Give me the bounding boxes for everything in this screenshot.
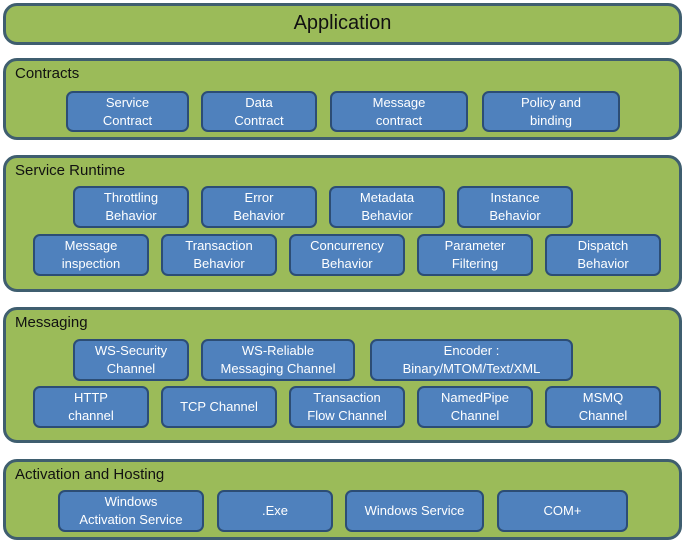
box-label: Windows Service	[364, 503, 465, 518]
box-label: channel	[68, 408, 114, 423]
windows-service-box: Windows Service	[345, 490, 484, 532]
box-label: WS-Reliable	[241, 343, 315, 358]
policy-binding-box: Policy and binding	[482, 91, 620, 132]
box-label: Error	[244, 190, 274, 205]
box-label: Message	[64, 238, 118, 253]
box-label: Behavior	[233, 208, 285, 223]
msmq-channel-box: MSMQ Channel	[545, 386, 661, 428]
box-label: Channel	[106, 361, 156, 376]
box-label: WS-Security	[94, 343, 168, 358]
encoder-box: Encoder : Binary/MTOM/Text/XML	[370, 339, 573, 381]
box-label: Windows	[104, 494, 158, 509]
box-label: Behavior	[105, 208, 157, 223]
box-label: .Exe	[261, 503, 288, 518]
message-contract-box: Message contract	[330, 91, 468, 132]
box-label: Parameter	[444, 238, 506, 253]
com-plus-box: COM+	[497, 490, 628, 532]
activation-hosting-title: Activation and Hosting	[15, 466, 165, 483]
box-label: Encoder :	[443, 343, 500, 358]
box-label: TCP Channel	[180, 399, 258, 414]
box-label: Concurrency	[310, 238, 384, 253]
box-label: contract	[375, 112, 423, 128]
box-label: Channel	[578, 408, 628, 423]
box-label: HTTP	[74, 390, 108, 405]
box-label: Behavior	[361, 208, 413, 223]
tcp-channel-box: TCP Channel	[161, 386, 277, 428]
box-label: Service	[105, 94, 150, 110]
box-label: Message	[372, 94, 426, 110]
box-label: Contract	[102, 112, 153, 128]
box-label: Behavior	[577, 256, 629, 271]
box-label: Instance	[490, 190, 540, 205]
box-label: Policy and	[521, 94, 581, 110]
box-label: MSMQ	[582, 390, 624, 405]
application-layer: Application	[3, 3, 682, 45]
box-label: NamedPipe	[441, 390, 509, 405]
box-label: Transaction	[185, 238, 253, 253]
messaging-title: Messaging	[15, 314, 88, 331]
message-inspection-box: Message inspection	[33, 234, 149, 276]
box-label: Channel	[450, 408, 500, 423]
exe-box: .Exe	[217, 490, 333, 532]
box-label: Throttling	[103, 190, 159, 205]
box-label: Behavior	[193, 256, 245, 271]
box-label: Metadata	[359, 190, 415, 205]
box-label: Transaction	[313, 390, 381, 405]
box-label: Messaging Channel	[220, 361, 336, 376]
box-label: Filtering	[451, 256, 499, 271]
http-channel-box: HTTP channel	[33, 386, 149, 428]
box-label: Behavior	[321, 256, 373, 271]
box-label: Contract	[234, 112, 284, 128]
box-label: Behavior	[489, 208, 541, 223]
contracts-title: Contracts	[15, 65, 80, 82]
box-label: Binary/MTOM/Text/XML	[402, 361, 541, 376]
application-title: Application	[293, 12, 392, 34]
box-label: Data	[245, 94, 273, 110]
box-label: Flow Channel	[307, 408, 387, 423]
box-label: COM+	[543, 503, 582, 518]
service-runtime-title: Service Runtime	[15, 162, 126, 179]
box-label: binding	[530, 112, 572, 128]
box-label: Activation Service	[79, 512, 183, 527]
box-label: Dispatch	[577, 238, 629, 253]
box-label: inspection	[61, 256, 121, 271]
